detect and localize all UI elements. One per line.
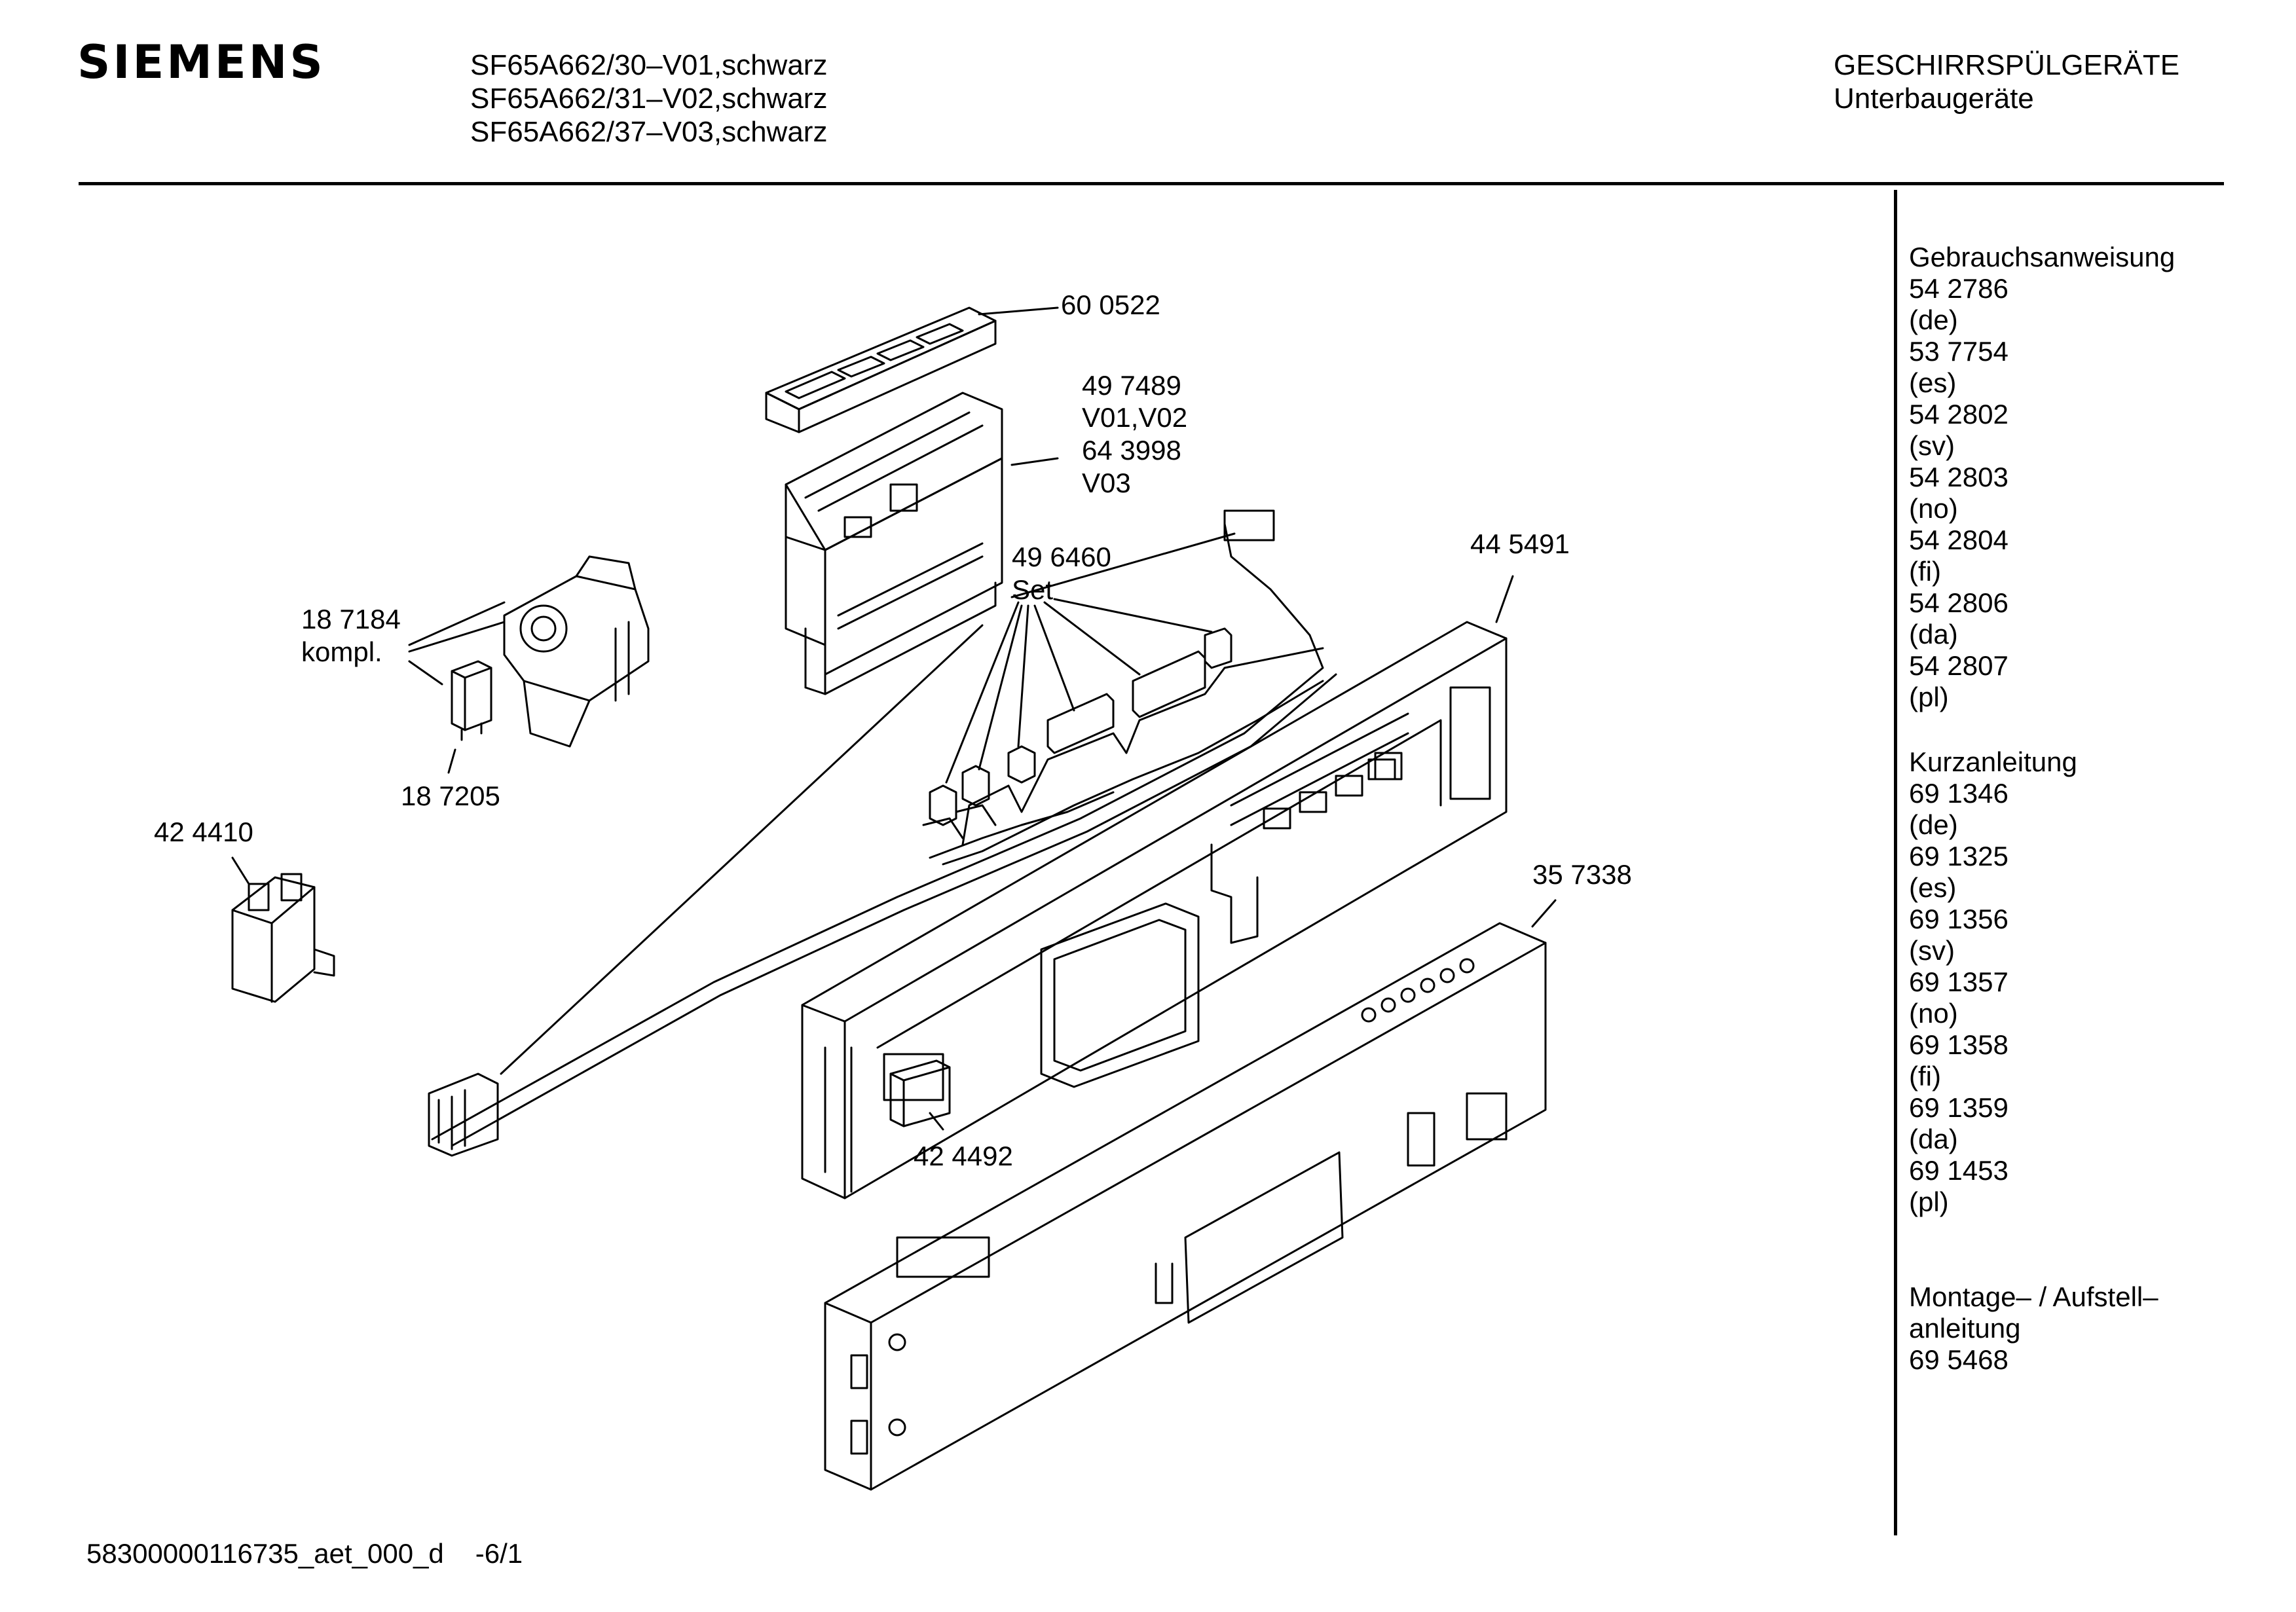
leader-496460-cable bbox=[1010, 532, 1236, 598]
footer-code: 58300000116735_aet_000_d -6/1 bbox=[86, 1540, 523, 1567]
manual-lang-no: (no) bbox=[1909, 493, 1958, 524]
quick-number-es: 69 1325 bbox=[1909, 841, 2009, 871]
manual-lang-pl: (pl) bbox=[1909, 682, 1949, 712]
leader-445491 bbox=[1495, 575, 1514, 623]
leader-496460-d bbox=[1033, 604, 1075, 712]
part-187205-small-switch bbox=[451, 660, 492, 741]
part-497489-control-module bbox=[785, 392, 1003, 695]
label-600522: 60 0522 bbox=[1061, 289, 1160, 320]
install-number: 69 5468 bbox=[1909, 1344, 2009, 1375]
install-title-2: anleitung bbox=[1909, 1313, 2021, 1344]
manual-number-da: 54 2806 bbox=[1909, 587, 2009, 618]
part-496460-wiring-set bbox=[428, 509, 1337, 1157]
label-496460-note: Set bbox=[1012, 574, 1054, 605]
quick-lang-sv: (sv) bbox=[1909, 935, 1955, 966]
leader-424410 bbox=[231, 856, 250, 885]
leader-187184-a bbox=[408, 601, 506, 646]
footer-page: -6/1 bbox=[475, 1538, 523, 1569]
manual-lang-es: (es) bbox=[1909, 367, 1957, 398]
subcategory-title: Unterbaugeräte bbox=[1834, 82, 2034, 115]
label-497489: 49 7489 bbox=[1082, 370, 1181, 401]
label-445491: 44 5491 bbox=[1470, 528, 1570, 559]
quick-number-pl: 69 1453 bbox=[1909, 1155, 2009, 1186]
label-643998-note: V03 bbox=[1082, 467, 1131, 498]
manual-title: Gebrauchsanweisung bbox=[1909, 242, 2176, 272]
leader-497489 bbox=[1010, 457, 1059, 466]
label-497489-note: V01,V02 bbox=[1082, 402, 1188, 433]
leader-496460-plug bbox=[500, 624, 984, 1075]
quick-number-fi: 69 1358 bbox=[1909, 1029, 2009, 1060]
category-title: GESCHIRRSPÜLGERÄTE bbox=[1834, 49, 2180, 81]
manual-number-es: 53 7754 bbox=[1909, 336, 2009, 367]
manual-lang-da: (da) bbox=[1909, 619, 1958, 650]
label-424410: 42 4410 bbox=[154, 816, 253, 847]
label-187184-note: kompl. bbox=[301, 636, 382, 667]
quick-lang-es: (es) bbox=[1909, 872, 1957, 903]
footer-doc-code: 58300000116735_aet_000_d bbox=[86, 1538, 444, 1569]
part-357338-base-frame bbox=[824, 922, 1547, 1491]
manual-number-de: 54 2786 bbox=[1909, 273, 2009, 304]
quick-number-no: 69 1357 bbox=[1909, 966, 2009, 997]
leader-187205 bbox=[447, 748, 456, 774]
quick-lang-pl: (pl) bbox=[1909, 1186, 1949, 1217]
install-title-1: Montage– / Aufstell– bbox=[1909, 1281, 2158, 1312]
leader-424492 bbox=[929, 1112, 944, 1131]
quick-lang-da: (da) bbox=[1909, 1124, 1958, 1154]
model-line-1: SF65A662/30–V01,schwarz bbox=[470, 49, 828, 81]
label-357338: 35 7338 bbox=[1532, 859, 1632, 890]
part-187184-switch-assembly bbox=[503, 555, 650, 748]
manual-lang-sv: (sv) bbox=[1909, 430, 1955, 461]
part-424492-block bbox=[889, 1059, 951, 1127]
brand-logo: SIEMENS bbox=[77, 35, 325, 89]
label-187205: 18 7205 bbox=[401, 780, 500, 811]
part-600522-button-strip bbox=[765, 306, 997, 433]
quick-number-de: 69 1346 bbox=[1909, 778, 2009, 809]
manual-lang-fi: (fi) bbox=[1909, 556, 1941, 587]
leader-496460-b bbox=[978, 604, 1023, 771]
manual-lang-de: (de) bbox=[1909, 304, 1958, 335]
leader-600522 bbox=[978, 306, 1059, 316]
quick-lang-fi: (fi) bbox=[1909, 1061, 1941, 1091]
label-643998: 64 3998 bbox=[1082, 435, 1181, 466]
quick-lang-de: (de) bbox=[1909, 809, 1958, 840]
part-445491-panel-frame bbox=[801, 621, 1508, 1200]
label-496460: 49 6460 bbox=[1012, 541, 1111, 572]
quick-number-da: 69 1359 bbox=[1909, 1092, 2009, 1123]
header-rule bbox=[79, 182, 2224, 185]
label-187184: 18 7184 bbox=[301, 604, 401, 634]
manual-number-no: 54 2803 bbox=[1909, 462, 2009, 492]
sidebar-rule bbox=[1894, 190, 1897, 1535]
leader-496460-f bbox=[1053, 598, 1213, 633]
model-line-3: SF65A662/37–V03,schwarz bbox=[470, 116, 828, 148]
leader-496460-e bbox=[1043, 601, 1141, 676]
quick-title: Kurzanleitung bbox=[1909, 746, 2077, 777]
label-424492: 42 4492 bbox=[914, 1141, 1013, 1171]
leader-187205-top bbox=[408, 660, 443, 686]
quick-lang-no: (no) bbox=[1909, 998, 1958, 1029]
part-424410-relay bbox=[231, 873, 335, 1003]
model-line-2: SF65A662/31–V02,schwarz bbox=[470, 82, 828, 115]
leader-496460-c bbox=[1017, 604, 1029, 748]
leader-496460-a bbox=[945, 601, 1020, 784]
manual-number-sv: 54 2802 bbox=[1909, 399, 2009, 430]
leader-357338 bbox=[1531, 899, 1557, 928]
leader-187184-b bbox=[408, 621, 506, 653]
manual-number-fi: 54 2804 bbox=[1909, 524, 2009, 555]
manual-number-pl: 54 2807 bbox=[1909, 650, 2009, 681]
quick-number-sv: 69 1356 bbox=[1909, 904, 2009, 934]
